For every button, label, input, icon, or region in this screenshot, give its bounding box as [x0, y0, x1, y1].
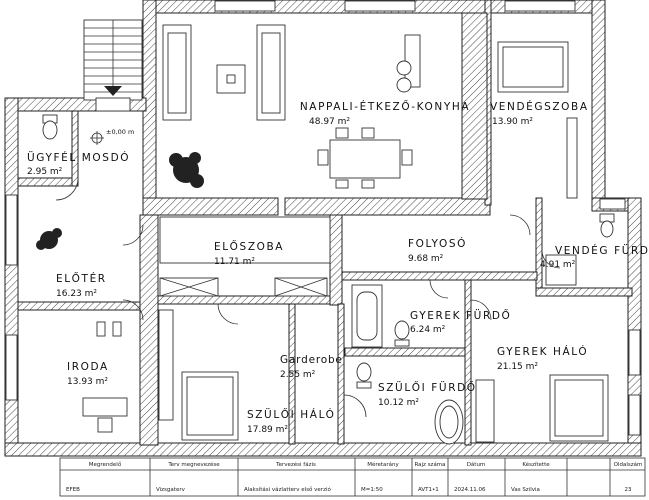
guest-bathroom-furniture — [545, 213, 615, 286]
tb-value-datum: 2024.11.06 — [454, 487, 486, 493]
room-area-folyoso: 9.68 m² — [408, 254, 444, 264]
room-name-eloszoba: ELŐSZOBA — [214, 239, 284, 253]
windows — [5, 0, 641, 436]
tb-header-datum: Dátum — [467, 461, 486, 468]
room-area-eloter: 16.23 m² — [56, 289, 97, 299]
room-name-ugyfel: ÜGYFÉL MOSDÓ — [27, 151, 130, 164]
kids-bedroom-furniture — [549, 374, 609, 442]
tb-header-fazis: Tervezési fázis — [275, 461, 316, 468]
tb-value-keszitette: Vas Szilvia — [511, 487, 540, 493]
room-labels: NAPPALI-ÉTKEZŐ-KONYHA 48.97 m² VENDÉGSZO… — [27, 99, 649, 435]
tb-header-terv: Terv megnevezése — [167, 461, 220, 468]
guest-room-furniture — [497, 41, 578, 199]
room-name-vendegfurdo: VENDÉG FÜRDŐ — [555, 243, 649, 257]
tb-value-megrendelo: EFEB — [66, 487, 80, 493]
kids-bathroom-furniture — [351, 284, 410, 348]
level-mark: ±0,00 m — [90, 128, 134, 145]
tb-header-megrendelo: Megrendelő — [89, 462, 122, 468]
room-name-iroda: IRODA — [67, 361, 109, 373]
room-area-szulofurdo: 10.12 m² — [378, 398, 419, 408]
tb-header-oldalszam: Oldalszám — [614, 461, 643, 468]
room-name-eloter: ELŐTÉR — [56, 271, 107, 285]
room-name-gyerekfurdo: GYEREK FÜRDŐ — [410, 308, 511, 322]
tb-value-meretarany: M=1:50 — [361, 487, 383, 493]
room-name-garderobe: Garderobe — [280, 354, 343, 366]
room-area-garderobe: 2.55 m² — [280, 370, 316, 380]
room-name-folyoso: FOLYOSÓ — [408, 237, 467, 250]
tb-header-keszitette: Készítette — [522, 461, 550, 468]
living-furniture — [162, 24, 421, 189]
room-area-eloszoba: 11.71 m² — [214, 257, 255, 267]
tb-value-fazis: Alaksítási vázlatterv első verzió — [244, 486, 331, 493]
tb-value-oldalszam: 23 — [625, 487, 632, 493]
plant-icon — [36, 152, 204, 250]
room-area-gyerekfurdo: 6.24 m² — [410, 325, 446, 335]
room-name-szulofurdo: SZÜLŐI FÜRDŐ — [378, 380, 477, 394]
staircase — [83, 19, 143, 112]
interior-walls — [17, 0, 633, 446]
room-area-vendegszoba: 13.90 m² — [492, 117, 533, 127]
room-name-vendegszoba: VENDÉGSZOBA — [490, 100, 589, 113]
parents-bathroom-furniture — [356, 362, 495, 445]
title-block: Megrendelő Terv megnevezése Tervezési fá… — [59, 457, 646, 497]
room-area-nappali: 48.97 m² — [309, 117, 350, 127]
door-arcs — [55, 177, 561, 418]
tb-header-rajzszama: Rajz száma — [414, 461, 445, 468]
tb-header-meretarany: Méretarány — [367, 461, 399, 468]
room-area-szulohalo: 17.89 m² — [247, 425, 288, 435]
room-name-gyerekhalo: GYEREK HÁLÓ — [497, 345, 588, 358]
parents-bedroom-furniture — [158, 309, 239, 441]
room-name-szulohalo: SZÜLŐI HÁLÓ — [247, 407, 336, 421]
room-name-nappali: NAPPALI-ÉTKEZŐ-KONYHA — [300, 99, 470, 113]
room-area-vendegfurdo: 4.91 m² — [540, 260, 576, 270]
hall-wardrobes — [159, 216, 331, 297]
room-area-ugyfel: 2.95 m² — [27, 167, 63, 177]
level-mark-text: ±0,00 m — [106, 128, 134, 136]
room-area-gyerekhalo: 21.15 m² — [497, 362, 538, 372]
tb-value-rajzszama: AVT1•1 — [418, 487, 439, 493]
room-area-iroda: 13.93 m² — [67, 377, 108, 387]
tb-value-terv: Vizsgaterv — [156, 487, 186, 493]
office-furniture — [82, 321, 128, 433]
client-toilet-icon — [42, 114, 58, 140]
